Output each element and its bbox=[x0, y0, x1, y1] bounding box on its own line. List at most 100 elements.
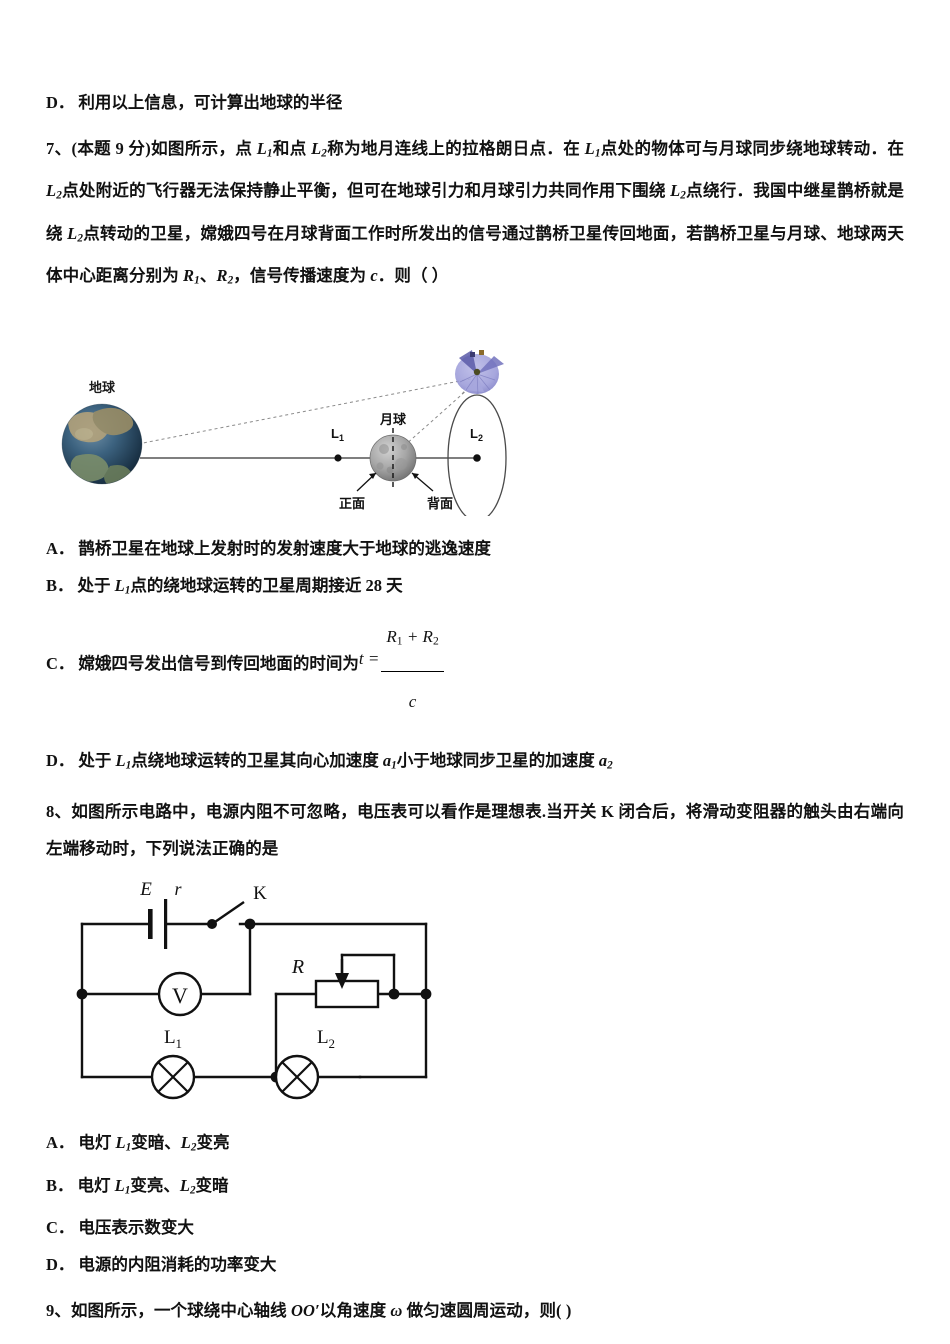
q9-axis: OO′ bbox=[290, 1301, 320, 1321]
q7-var-r1: R bbox=[183, 266, 195, 286]
q7-var-l1b-sub: 1 bbox=[594, 147, 601, 160]
node-left-mid bbox=[76, 988, 88, 1000]
prev-option-d-label: D． bbox=[46, 93, 75, 112]
q7-stem-part9: ．则（ ） bbox=[377, 266, 449, 286]
q7-option-d-a1: a bbox=[382, 750, 392, 770]
moon-label: 月球 bbox=[379, 412, 407, 427]
q8-option-c-label: C． bbox=[46, 1218, 75, 1238]
q7-stem-part5: 点处附近的飞行器无法保持静止平衡，但可在地球引力和月球引力共同作用下围绕 bbox=[61, 181, 671, 201]
q8-option-b-v1: L bbox=[114, 1175, 125, 1195]
q7-stem-part7: 点转动的卫星，嫦娥四号在月球背面工作时所发出的信号通过鹊桥卫星传回地面，若鹊桥卫… bbox=[46, 223, 904, 286]
internal-resistance-label: r bbox=[174, 879, 182, 899]
q7-var-c: c bbox=[370, 266, 378, 286]
q7-option-d: D．处于 L1点绕地球运转的卫星其向心加速度 a1小于地球同步卫星的加速度 a2 bbox=[46, 742, 904, 784]
q7-var-l1b: L bbox=[584, 139, 595, 158]
q8-option-a: A．电灯 L1变暗、L2变亮 bbox=[46, 1124, 904, 1166]
q7-stem-part8: ，信号传播速度为 bbox=[233, 266, 371, 286]
q8-option-a-v2-sub: 2 bbox=[190, 1141, 197, 1154]
q7-var-l2b: L bbox=[46, 181, 57, 201]
q8-option-a-v2: L bbox=[180, 1133, 191, 1153]
q9-mid: 以角速度 bbox=[319, 1301, 391, 1321]
q8-option-a-pre: 电灯 bbox=[78, 1133, 116, 1153]
lamp-l2-label: L2 bbox=[317, 1027, 335, 1051]
l2-orbit-ellipse bbox=[447, 394, 507, 516]
q7-var-l2c: L bbox=[670, 181, 681, 201]
question-8-number: 8、 bbox=[46, 802, 72, 822]
q7-option-b: B．处于 L1点的绕地球运转的卫星周期接近 28 天 bbox=[46, 567, 904, 609]
q7-stem-sep: 、 bbox=[199, 266, 217, 286]
switch-symbol bbox=[207, 901, 256, 930]
q8-option-b: B．电灯 L1变亮、L2变暗 bbox=[46, 1167, 904, 1209]
q7-var-l1a-sub: 1 bbox=[266, 147, 273, 160]
question-7-number: 7、 bbox=[46, 139, 72, 158]
queqiao-satellite-icon bbox=[455, 349, 504, 394]
earth-globe bbox=[61, 403, 143, 485]
q8-option-d-label: D． bbox=[46, 1255, 75, 1275]
q7-option-a-text: 鹊桥卫星在地球上发射时的发射速度大于地球的逃逸速度 bbox=[78, 538, 491, 558]
q7-var-l1a: L bbox=[256, 139, 267, 158]
question-9-number: 9、 bbox=[46, 1301, 71, 1321]
q7-stem-part2: 和点 bbox=[272, 139, 312, 158]
formula-eq: = bbox=[367, 649, 380, 669]
l1-label: L1 bbox=[331, 426, 344, 443]
lamp-l1-symbol bbox=[150, 1055, 196, 1100]
q8-option-b-label: B． bbox=[46, 1175, 74, 1195]
lamp-l1-label: L1 bbox=[164, 1027, 182, 1051]
question-9-stem: 9、如图所示，一个球绕中心轴线 OO′以角速度 ω 做匀速圆周运动，则( ) bbox=[46, 1292, 904, 1329]
node-rheostat-right bbox=[388, 988, 400, 1000]
q8-option-c: C．电压表示数变大 bbox=[46, 1209, 904, 1246]
q7-option-d-var: L bbox=[115, 750, 126, 770]
prev-option-d-text: 利用以上信息，可计算出地球的半径 bbox=[78, 93, 343, 112]
q8-option-b-v2: L bbox=[179, 1175, 190, 1195]
node-right-rail bbox=[420, 988, 432, 1000]
formula-numerator: R1 + R2 bbox=[381, 609, 444, 672]
emf-label: E bbox=[139, 879, 152, 900]
rheostat-symbol bbox=[314, 959, 380, 1009]
question-8-stem: 8、如图所示电路中，电源内阻不可忽略，电压表可以看作是理想表.当开关 K 闭合后… bbox=[46, 793, 904, 867]
l2-label: L2 bbox=[470, 426, 483, 443]
formula-num-r1-sub: 1 bbox=[396, 634, 403, 648]
q8-option-b-pre: 电灯 bbox=[77, 1175, 115, 1195]
q7-option-b-var: L bbox=[114, 575, 125, 595]
q8-option-a-label: A． bbox=[46, 1133, 75, 1153]
q7-var-l2d: L bbox=[67, 223, 78, 243]
formula-num-plus: + bbox=[406, 627, 419, 647]
q7-option-b-post: 点的绕地球运转的卫星周期接近 28 天 bbox=[130, 575, 403, 595]
moon-front-label: 正面 bbox=[339, 496, 365, 511]
question-7-points: (本题 9 分) bbox=[71, 139, 151, 158]
q8-option-b-v2-sub: 2 bbox=[189, 1184, 196, 1197]
l2-point-marker bbox=[473, 454, 481, 462]
signal-line-moon-satellite bbox=[403, 381, 477, 447]
q9-pre: 如图所示，一个球绕中心轴线 bbox=[70, 1301, 291, 1321]
q7-var-l2a-sub: 2 bbox=[321, 147, 327, 160]
front-back-arrows bbox=[356, 472, 434, 492]
formula-denominator: c bbox=[408, 691, 417, 711]
q7-option-d-mid2: 小于地球同步卫星的加速度 bbox=[396, 750, 599, 770]
question-7-stem: 7、(本题 9 分)如图所示，点 L1和点 L2称为地月连线上的拉格朗日点．在 … bbox=[46, 130, 904, 300]
q8-option-a-v1: L bbox=[115, 1133, 126, 1153]
q7-option-d-label: D． bbox=[46, 750, 75, 770]
voltmeter-symbol: V bbox=[157, 972, 203, 1017]
q7-option-d-mid: 点绕地球运转的卫星其向心加速度 bbox=[131, 750, 383, 770]
q7-var-l2a: L bbox=[311, 139, 322, 158]
q7-option-b-var-sub: 1 bbox=[124, 584, 131, 597]
voltmeter-label: V bbox=[172, 983, 188, 1008]
q9-post: 做匀速圆周运动，则( ) bbox=[402, 1301, 572, 1321]
q7-option-a-label: A． bbox=[46, 538, 75, 558]
rheostat-wiper-arrow bbox=[335, 973, 349, 990]
q7-option-d-a1-sub: 1 bbox=[391, 759, 397, 772]
switch-label: K bbox=[253, 883, 267, 904]
l1-point-marker bbox=[334, 454, 342, 462]
q7-option-b-pre: 处于 bbox=[77, 575, 115, 595]
q7-option-c-text: 嫦娥四号发出信号到传回地面的时间为 bbox=[78, 654, 359, 674]
q7-stem-part1: 如图所示，点 bbox=[150, 139, 257, 158]
q8-option-d: D．电源的内阻消耗的功率变大 bbox=[46, 1246, 904, 1283]
q7-var-r1-sub: 1 bbox=[194, 274, 200, 287]
q8-option-c-text: 电压表示数变大 bbox=[78, 1218, 194, 1238]
q7-stem-part3: 称为地月连线上的拉格朗日点．在 bbox=[327, 139, 585, 158]
q8-option-b-v1-sub: 1 bbox=[124, 1184, 131, 1197]
q8-option-d-text: 电源的内阻消耗的功率变大 bbox=[78, 1255, 277, 1275]
q7-option-c-label: C． bbox=[46, 654, 75, 674]
